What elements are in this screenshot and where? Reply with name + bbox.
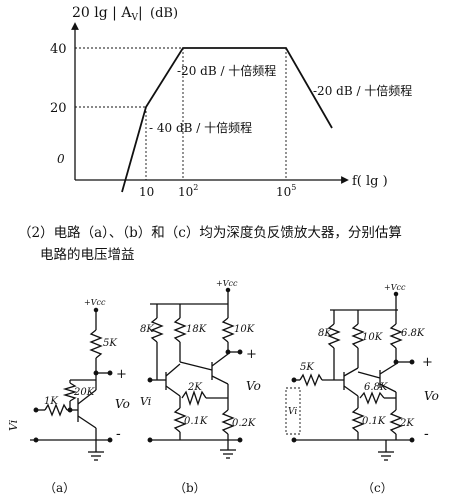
resistor-6.8k-fb bbox=[359, 391, 385, 405]
r6-label-b: 0.2K bbox=[232, 418, 256, 429]
vo-label-c: Vo bbox=[424, 389, 439, 403]
y-tick-label-0: 0 bbox=[57, 152, 65, 166]
plus-label-c: + bbox=[422, 355, 433, 370]
caption-a: （a） bbox=[44, 481, 75, 495]
r-feedback-label-a: 20K bbox=[73, 387, 95, 398]
slope-label-lower-left: - 40 dB / 十倍频程 bbox=[149, 120, 252, 135]
resistor-5k bbox=[89, 329, 103, 359]
r5-label-b: 0.1K bbox=[184, 416, 208, 427]
x-tick-label-1e5: 105 bbox=[276, 183, 296, 199]
resistor-10k-c bbox=[351, 323, 365, 349]
r-input-label-a: 1K bbox=[44, 396, 58, 407]
caption-b: （b） bbox=[174, 481, 206, 495]
r4-label-b: 2K bbox=[187, 382, 202, 393]
x-axis-label: f( lg ) bbox=[352, 174, 388, 189]
question-line-1: （2）电路（a）、（b）和（c）均为深度负反馈放大器，分别估算 bbox=[18, 225, 402, 241]
vi-label-b: Vi bbox=[140, 395, 151, 408]
minus-label-c: - bbox=[424, 426, 429, 442]
resistor-18k bbox=[173, 317, 187, 343]
vo-label-b: Vo bbox=[246, 379, 261, 393]
gain-curve bbox=[121, 47, 333, 193]
bode-plot: 20 lg | AV| (dB) 40 20 0 10 102 105 f( l… bbox=[50, 5, 412, 199]
r1-label-b: 8K bbox=[140, 324, 154, 335]
slope-label-right: -20 dB / 十倍频程 bbox=[313, 83, 412, 98]
resistor-8k-c bbox=[327, 323, 341, 349]
circuit-c bbox=[285, 291, 415, 461]
x-tick-label-100: 102 bbox=[178, 183, 198, 199]
circuit-b bbox=[147, 287, 243, 459]
vcc-label-c: +Vcc bbox=[384, 283, 406, 292]
resistor-20k bbox=[62, 382, 78, 402]
r4-label-c: 5K bbox=[300, 362, 314, 373]
r2-label-b: 18K bbox=[186, 324, 207, 335]
r7-label-c: 2K bbox=[399, 418, 414, 429]
x-tick-label-10: 10 bbox=[139, 185, 154, 199]
resistor-8k bbox=[150, 317, 164, 343]
r3-label-c: 6.8K bbox=[401, 328, 425, 339]
resistor-2k-c bbox=[389, 409, 403, 435]
r6-label-c: 0.1K bbox=[362, 416, 386, 427]
circuit-diagrams: +Vcc 5K 20K 1K + Vo - Vi （a） +Vcc 8K 18K… bbox=[7, 280, 439, 495]
y-tick-label-40: 40 bbox=[50, 42, 67, 57]
resistor-6.8k-top bbox=[389, 323, 403, 349]
resistor-5k-c bbox=[299, 373, 323, 387]
source-box bbox=[285, 387, 301, 435]
resistor-1k bbox=[44, 403, 68, 417]
slope-label-upper-left: -20 dB / 十倍频程 bbox=[177, 63, 276, 78]
resistor-0.2k bbox=[221, 409, 235, 435]
question-line-2: 电路的电压增益 bbox=[40, 247, 135, 263]
minus-label-a: - bbox=[116, 426, 121, 442]
vi-label-c: Vi bbox=[288, 407, 297, 417]
vcc-label-b: +Vcc bbox=[216, 280, 238, 288]
r-top-label-a: 5K bbox=[103, 338, 117, 349]
resistor-2k bbox=[181, 389, 207, 407]
circuit-a bbox=[30, 307, 113, 461]
resistor-0.1k bbox=[173, 407, 187, 433]
r1-label-c: 8K bbox=[318, 328, 332, 339]
vcc-label-a: +Vcc bbox=[84, 298, 106, 307]
y-axis-label: 20 lg | AV| bbox=[72, 5, 143, 23]
vo-label-a: Vo bbox=[115, 397, 130, 411]
resistor-0.1k-c bbox=[351, 407, 365, 433]
reference-lines bbox=[75, 47, 287, 180]
y-tick-label-20: 20 bbox=[50, 101, 67, 116]
r3-label-b: 10K bbox=[234, 324, 255, 335]
y-unit-label: (dB) bbox=[150, 6, 178, 21]
plus-label-b: + bbox=[246, 347, 257, 362]
vi-label-a: Vi bbox=[7, 420, 20, 431]
r5-label-c: 6.8K bbox=[364, 382, 388, 393]
resistor-10k bbox=[221, 317, 235, 343]
caption-c: （c） bbox=[362, 481, 393, 495]
r2-label-c: 10K bbox=[362, 332, 383, 343]
plus-label-a: + bbox=[116, 367, 127, 382]
